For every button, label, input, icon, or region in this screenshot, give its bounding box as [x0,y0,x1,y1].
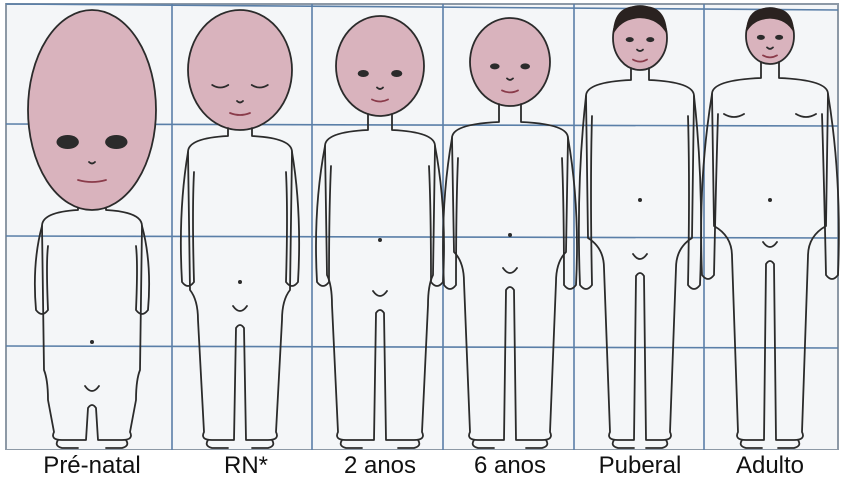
left-eye [358,70,369,77]
left-eye [757,35,765,40]
left-eye [626,37,634,42]
navel [238,280,242,284]
right-eye [391,70,402,77]
head [188,10,292,130]
navel [768,198,772,202]
caption-adulto: Adulto [736,449,804,483]
caption-2-anos: 2 anos [344,449,416,483]
caption-rn: RN* [224,449,268,483]
navel [378,238,382,242]
left-eye [56,135,78,149]
left-eye [490,63,500,69]
navel [90,340,94,344]
right-eye [646,37,654,42]
right-eye [775,35,783,40]
caption-puberal: Puberal [599,449,682,483]
head [28,10,156,210]
navel [638,198,642,202]
caption-prenatal: Pré-natal [43,449,140,483]
stage-captions: Pré-natal RN* 2 anos 6 anos Puberal Adul… [0,449,841,483]
navel [508,233,512,237]
body-proportion-diagram [0,0,841,450]
right-eye [520,63,530,69]
caption-6-anos: 6 anos [474,449,546,483]
right-eye [105,135,127,149]
